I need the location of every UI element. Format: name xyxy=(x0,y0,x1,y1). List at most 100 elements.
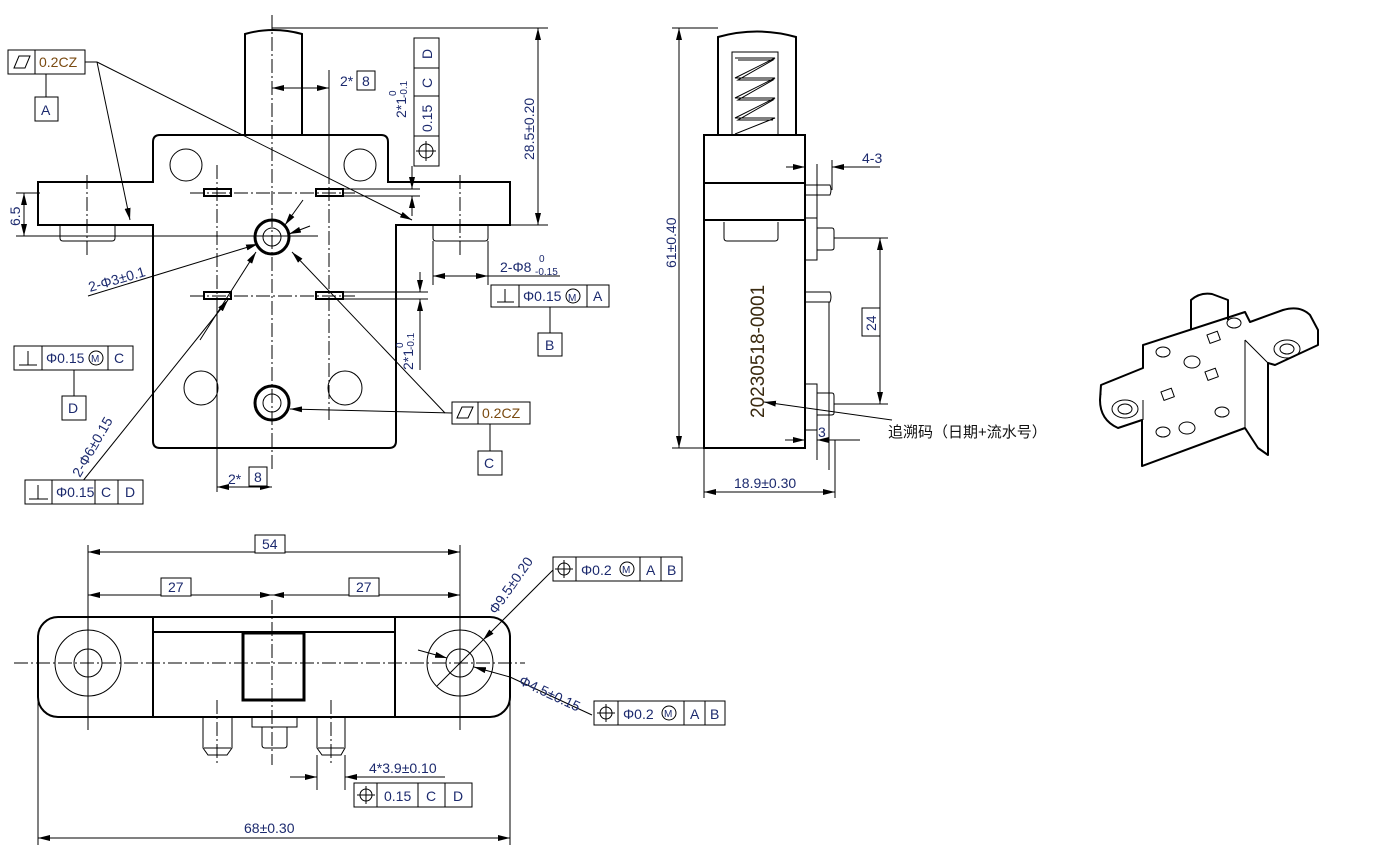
leader xyxy=(288,225,311,235)
position-frame-pins: 0.15 C D xyxy=(353,782,473,808)
mmc-circle xyxy=(661,705,677,721)
leader xyxy=(436,639,484,687)
slot-dim-bottom: 2*1 0 -0.1 xyxy=(343,272,428,370)
pin-middle xyxy=(805,291,832,303)
datum-ref-2: B xyxy=(710,706,719,722)
leader xyxy=(96,61,413,221)
slot-dim-text: 2*1 xyxy=(400,349,416,370)
iso-hole xyxy=(1155,346,1171,358)
datum-ref-1: A xyxy=(646,562,656,578)
isometric-view xyxy=(1099,292,1319,467)
pin-top xyxy=(805,184,832,196)
frame-cell xyxy=(7,49,36,75)
bottom-view: 54 27 27 Φ9.5±0.20 Φ0.2 M A B Φ4.5±0.15 … xyxy=(14,534,726,845)
body-outline xyxy=(37,134,511,449)
iso-eyelet xyxy=(1111,399,1139,419)
half-pitch-right: 27 xyxy=(356,579,372,595)
slot-dim-text: 2*1 xyxy=(393,97,409,118)
width-value: 18.9±0.30 xyxy=(734,475,796,491)
position-icon xyxy=(357,786,375,804)
datum-box xyxy=(477,450,503,476)
iso-hole xyxy=(1155,426,1171,438)
lower-tol: -0.1 xyxy=(406,332,417,350)
dimension-arrow xyxy=(417,649,448,659)
boss-dia: 2-Φ8 xyxy=(500,259,532,275)
hole-upper-right xyxy=(343,148,377,182)
small-hole-dia: 2-Φ3±0.1 xyxy=(86,263,147,295)
leader xyxy=(199,251,257,341)
leader xyxy=(87,243,259,297)
tolerance-value: 0.15 xyxy=(419,105,435,132)
datum-ref-1: C xyxy=(426,788,436,804)
mmc-circle xyxy=(88,350,104,366)
datum-ref-2: D xyxy=(419,49,435,59)
frame xyxy=(24,479,144,505)
iso-eyelet xyxy=(1273,339,1301,359)
datum-ref: A xyxy=(593,288,603,304)
perpendicularity-frame-b: Φ0.15 M A B xyxy=(490,284,610,357)
pin-dim: 4-3 xyxy=(862,150,882,166)
height-value: 28.5±0.20 xyxy=(521,98,537,160)
lower-tol: -0.15 xyxy=(535,267,558,278)
leader xyxy=(289,406,453,414)
basic-box xyxy=(356,70,376,91)
hole-lower-left xyxy=(183,370,219,406)
datum-ref: C xyxy=(114,350,124,366)
length-value: 68±0.30 xyxy=(244,820,295,836)
half-pitch-left: 27 xyxy=(168,579,184,595)
position-icon xyxy=(597,704,615,722)
flatness-value: 0.2CZ xyxy=(482,405,521,421)
datum-label: D xyxy=(68,400,78,416)
position-icon xyxy=(416,141,436,161)
mmc-circle xyxy=(565,288,581,304)
datum-ref-1: A xyxy=(690,706,700,722)
pitch-dim-bottom: 2* 8 xyxy=(216,299,272,492)
pitch-prefix: 2* xyxy=(340,73,354,89)
hole-lower-right xyxy=(327,370,363,406)
iso-hole xyxy=(1214,406,1230,418)
datum-label: C xyxy=(484,455,494,471)
datum-ref-2: B xyxy=(667,562,676,578)
tolerance-value: 0.15 xyxy=(384,788,411,804)
center-block xyxy=(241,631,306,702)
datum-label: A xyxy=(41,102,51,118)
pitch-value: 8 xyxy=(254,469,262,485)
flatness-value: 0.2CZ xyxy=(39,54,78,70)
flatness-frame-c: 0.2CZ C xyxy=(289,251,531,476)
iso-slot xyxy=(1206,330,1221,344)
datum-ref-2: D xyxy=(453,788,463,804)
spring-housing xyxy=(731,51,779,136)
iso-slot xyxy=(1204,367,1219,381)
iso-stud xyxy=(1183,355,1201,369)
basic-box xyxy=(254,534,286,554)
mmc-circle xyxy=(619,561,635,577)
pitch-value: 24 xyxy=(863,315,879,331)
serial-note: 追溯码（日期+流水号） xyxy=(888,424,1047,441)
mmc-modifier: M xyxy=(568,293,576,304)
leader xyxy=(96,61,131,221)
upper-tol: 0 xyxy=(388,90,399,96)
flange-dim: 6.5 xyxy=(7,192,318,237)
basic-box xyxy=(160,577,192,597)
frame-cell xyxy=(477,401,531,425)
perpendicularity-icon xyxy=(19,351,37,366)
iso-edges xyxy=(1100,339,1269,428)
position-frame-vertical: 0.15 C D xyxy=(413,37,440,167)
plunger-pin xyxy=(717,30,797,135)
pin-dia: 4*3.9±0.10 xyxy=(369,760,437,776)
perpendicularity-frame-bottom: Φ0.15 C D xyxy=(24,479,144,505)
position-frame-outer: Φ0.2 M A B xyxy=(552,556,683,582)
mmc-modifier: M xyxy=(664,709,672,720)
pocket xyxy=(723,222,779,242)
position-frame-inner: Φ0.2 M A B xyxy=(593,700,726,726)
datum-ref-1: C xyxy=(101,484,111,500)
tolerance-value: Φ0.2 xyxy=(623,706,654,722)
basic-box xyxy=(861,307,881,337)
leader xyxy=(291,251,446,414)
plunger-pin xyxy=(244,29,303,135)
datum-ref-2: D xyxy=(125,484,135,500)
iso-slot xyxy=(1160,387,1175,401)
flatness-frame-top: 0.2CZ A xyxy=(7,49,413,221)
iso-eyelet-inner xyxy=(1117,403,1133,415)
frame xyxy=(593,700,726,726)
